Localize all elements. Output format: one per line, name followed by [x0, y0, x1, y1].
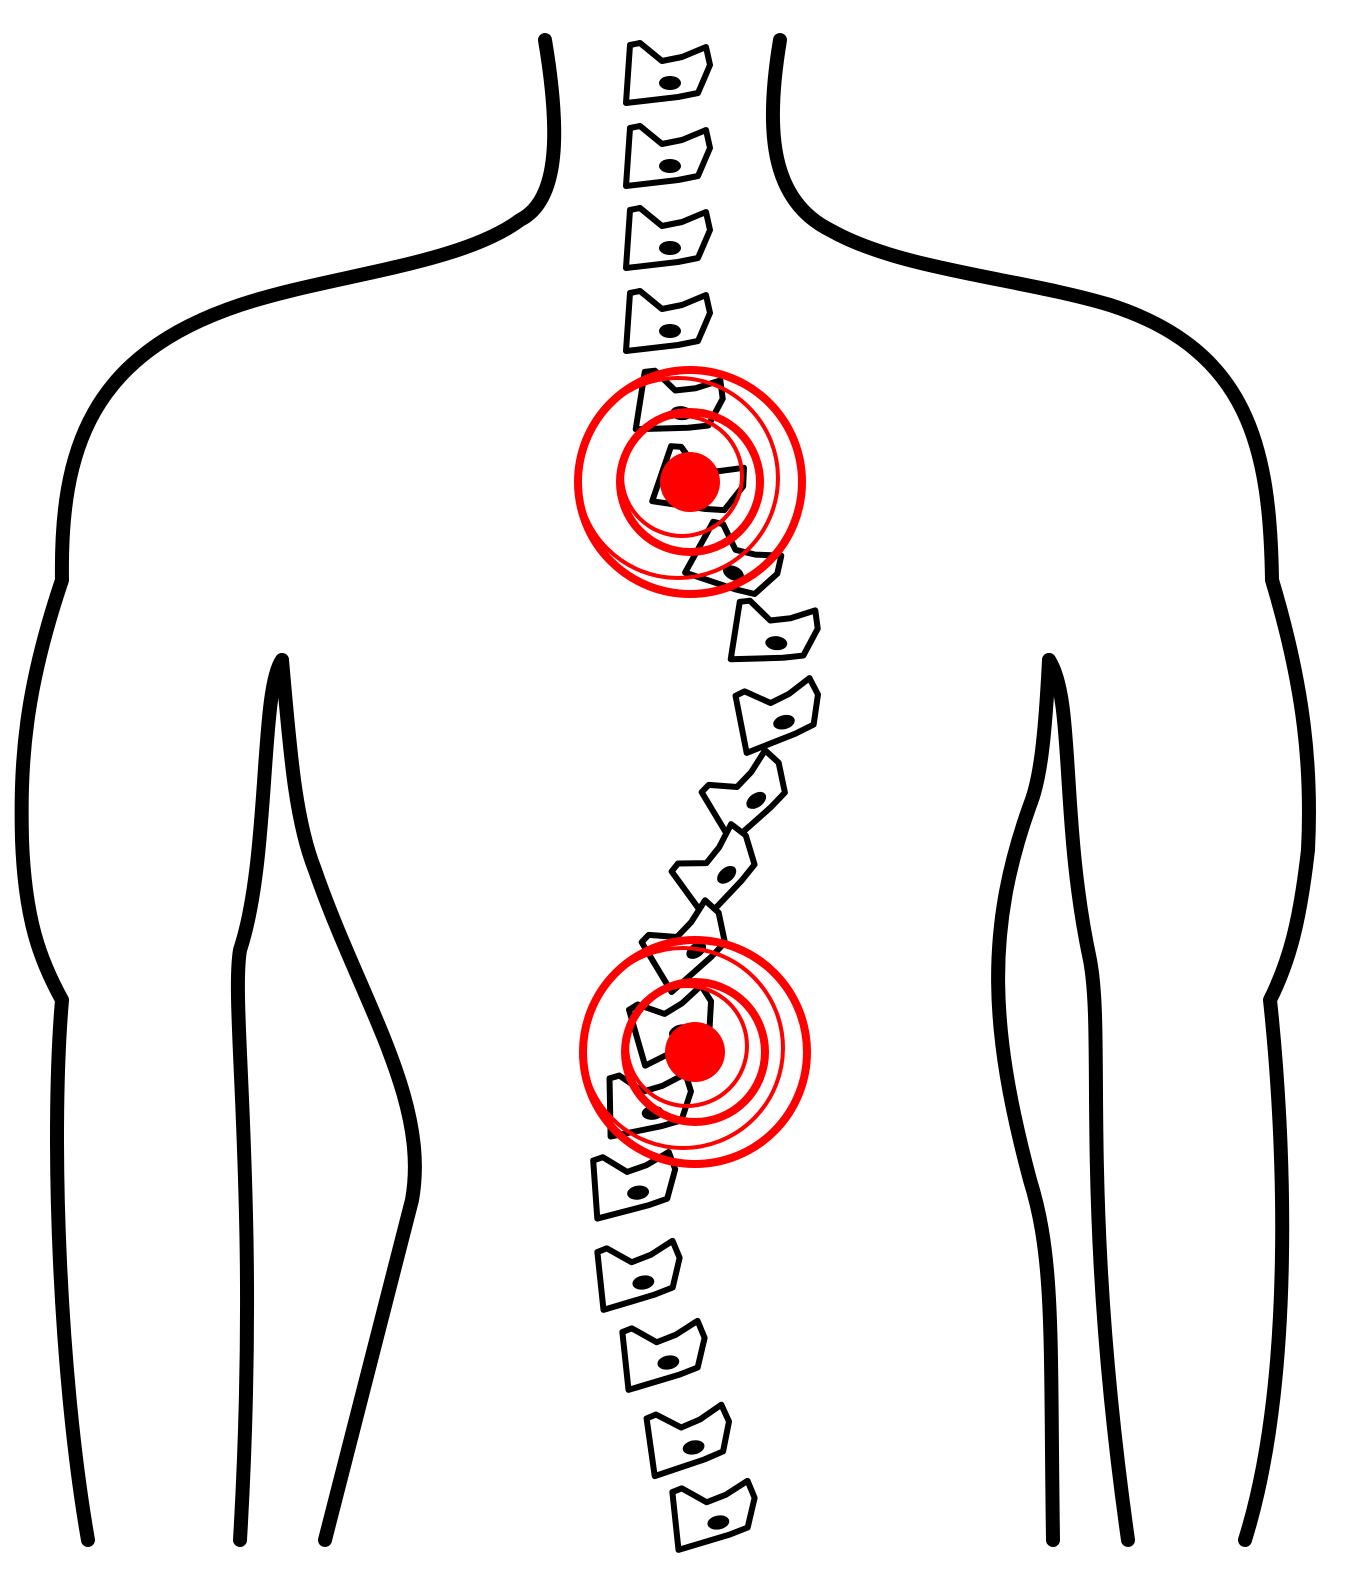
pain-ring	[576, 376, 780, 580]
vertebra-body	[619, 1317, 708, 1393]
vertebra-foramen	[657, 1355, 680, 1370]
pain-marker-lower-back	[579, 936, 811, 1168]
vertebra-foramen	[627, 1185, 650, 1200]
vertebra-foramen	[632, 1275, 655, 1290]
vertebra	[643, 1401, 733, 1480]
vertebra	[623, 123, 713, 189]
vertebra-foramen	[682, 1440, 705, 1455]
pain-ring	[616, 408, 764, 556]
vertebra	[668, 821, 758, 922]
left-inner-arm	[230, 653, 289, 1547]
vertebra	[623, 205, 713, 271]
vertebra	[669, 1477, 758, 1553]
vertebra-foramen	[659, 159, 681, 173]
vertebra	[619, 1317, 708, 1393]
vertebra	[698, 747, 788, 846]
vertebra-body	[623, 40, 713, 106]
vertebra-foramen	[659, 241, 681, 255]
torso-outline	[14, 33, 1317, 1547]
right-body-contour	[765, 33, 1317, 1547]
vertebra-body	[643, 1401, 733, 1480]
vertebra-body	[727, 597, 821, 663]
vertebra-foramen	[707, 1515, 730, 1530]
vertebra-foramen	[723, 565, 744, 581]
pain-ring	[620, 414, 744, 538]
vertebra-body	[623, 123, 713, 189]
left-body-contour	[14, 33, 562, 1547]
vertebra-foramen	[659, 76, 681, 90]
vertebra-body	[623, 205, 713, 271]
vertebra	[594, 1237, 683, 1313]
pain-dot	[660, 452, 720, 512]
pain-markers	[574, 366, 811, 1168]
pain-marker-upper-back	[574, 366, 806, 598]
vertebra-foramen	[773, 714, 795, 730]
vertebra-body	[623, 288, 713, 354]
pain-ring	[621, 978, 769, 1126]
vertebra	[623, 288, 713, 354]
vertebra-body	[669, 1477, 758, 1553]
pain-dot	[665, 1022, 725, 1082]
vertebra-foramen	[746, 791, 767, 809]
pain-ring	[581, 946, 785, 1150]
vertebra	[623, 40, 713, 106]
right-waist	[991, 653, 1060, 1547]
vertebra-body	[698, 747, 788, 846]
vertebra-foramen	[717, 865, 737, 884]
vertebra-body	[594, 1237, 683, 1313]
right-inner-arm	[1042, 653, 1135, 1547]
vertebra-foramen	[659, 324, 681, 338]
left-waist	[275, 653, 422, 1547]
pain-ring	[625, 984, 749, 1108]
vertebra-foramen	[765, 636, 788, 651]
spine	[590, 40, 821, 1553]
vertebra	[732, 675, 821, 756]
vertebra	[727, 597, 821, 663]
vertebra-body	[668, 821, 758, 922]
vertebra-body	[732, 675, 821, 756]
